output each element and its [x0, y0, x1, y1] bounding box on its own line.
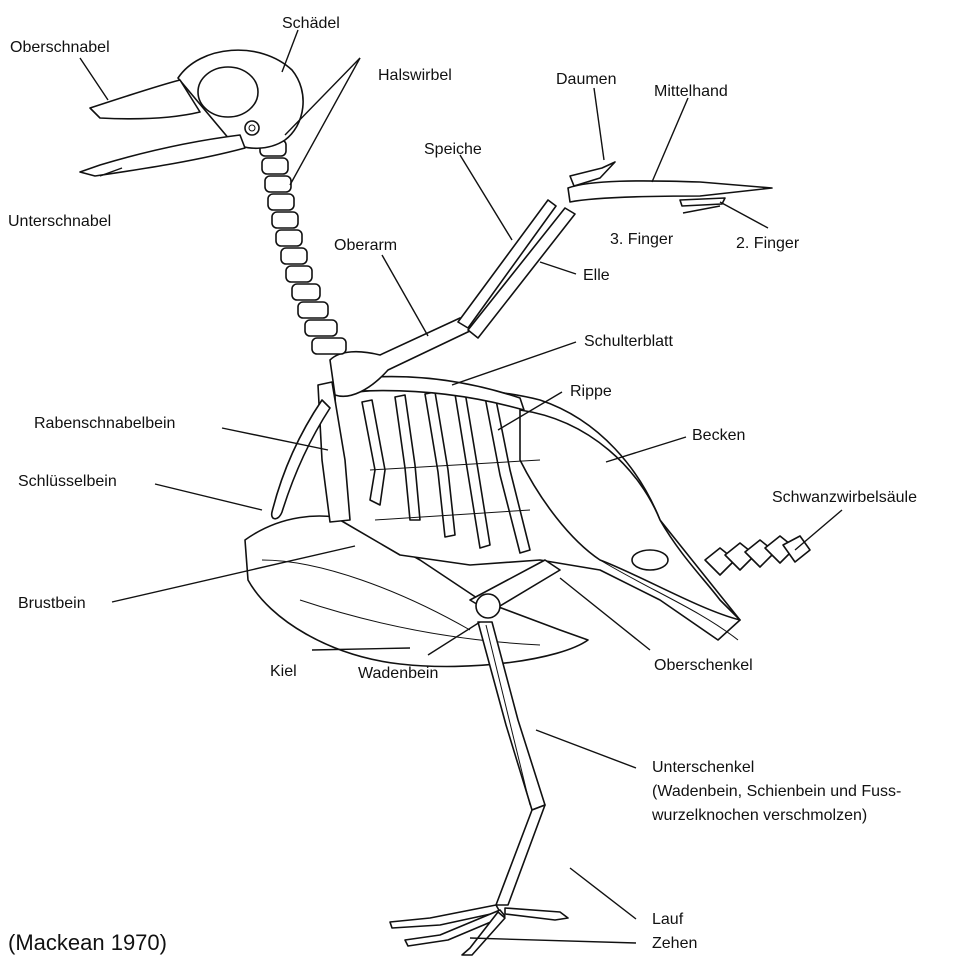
label-kiel: Kiel	[270, 663, 297, 680]
label-halswirbel: Halswirbel	[378, 67, 452, 84]
tarsometatarsus-bone	[496, 805, 545, 905]
upper-beak-bone	[90, 80, 200, 119]
label-unterschnabel: Unterschnabel	[8, 213, 111, 230]
label-schluesselbein: Schlüsselbein	[18, 473, 117, 490]
label-oberschnabel: Oberschnabel	[10, 39, 110, 56]
label-elle: Elle	[583, 267, 610, 284]
label-oberarm: Oberarm	[334, 237, 397, 254]
label-finger2: 2. Finger	[736, 235, 800, 252]
label-mittelhand: Mittelhand	[654, 83, 728, 100]
label-schaedel: Schädel	[282, 15, 340, 32]
label-oberschenkel: Oberschenkel	[654, 657, 753, 674]
label-unterschenkel-3: wurzelknochen verschmolzen)	[651, 807, 867, 824]
label-speiche: Speiche	[424, 141, 482, 158]
label-daumen: Daumen	[556, 71, 616, 88]
toes	[390, 905, 568, 955]
label-schulterblatt: Schulterblatt	[584, 333, 673, 350]
eye-socket	[198, 67, 258, 117]
label-becken: Becken	[692, 427, 745, 444]
lower-beak-bone	[80, 135, 245, 176]
label-finger3: 3. Finger	[610, 231, 674, 248]
tail-vertebrae	[705, 536, 810, 575]
label-wadenbein: Wadenbein	[358, 665, 438, 682]
label-schwanzwirbelsaeule: Schwanzwirbelsäule	[772, 489, 917, 506]
label-rippe: Rippe	[570, 383, 612, 400]
label-rabenschnabelbein: Rabenschnabelbein	[34, 415, 175, 432]
hand-bones	[568, 181, 772, 202]
label-lauf: Lauf	[652, 911, 684, 928]
source-citation: (Mackean 1970)	[8, 930, 167, 955]
label-unterschenkel-2: (Wadenbein, Schienbein und Fuss-	[652, 783, 901, 800]
radius-bone	[458, 200, 556, 328]
label-brustbein: Brustbein	[18, 595, 86, 612]
ulna-bone	[468, 208, 575, 338]
label-unterschenkel-1: Unterschenkel	[652, 759, 754, 776]
label-zehen: Zehen	[652, 935, 697, 952]
